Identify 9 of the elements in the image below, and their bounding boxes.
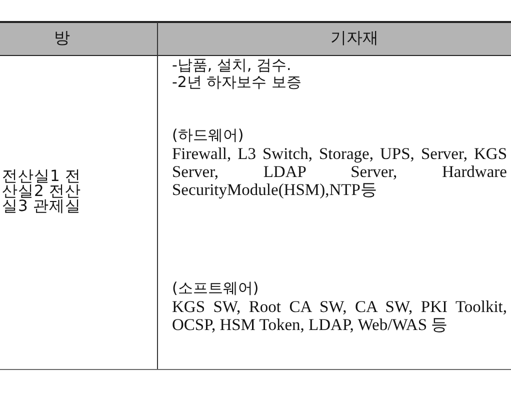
table-cell: (하드웨어) <box>172 127 244 144</box>
column-header: 기자재 <box>330 29 380 46</box>
table-cell: KGS SW, Root CA SW, CA SW, PKI Toolkit, OCSP, HSM Token, LDAP, Web/WAS 등 <box>172 298 507 334</box>
table-cell: 전산실1 전산실2 전산실3 관제실 <box>2 169 82 214</box>
column-header: 방 <box>53 29 71 46</box>
table-cell: Firewall, L3 Switch, Storage, UPS, Server, KGS Server, LDAP Server, Hardware SecurityModule(HSM),NTP등 <box>172 145 507 199</box>
table-cell: (소프트웨어) <box>172 280 259 297</box>
table-cell: -납품, 설치, 검수. <box>172 57 292 74</box>
table-cell: -2년 하자보수 보증 <box>172 74 302 91</box>
